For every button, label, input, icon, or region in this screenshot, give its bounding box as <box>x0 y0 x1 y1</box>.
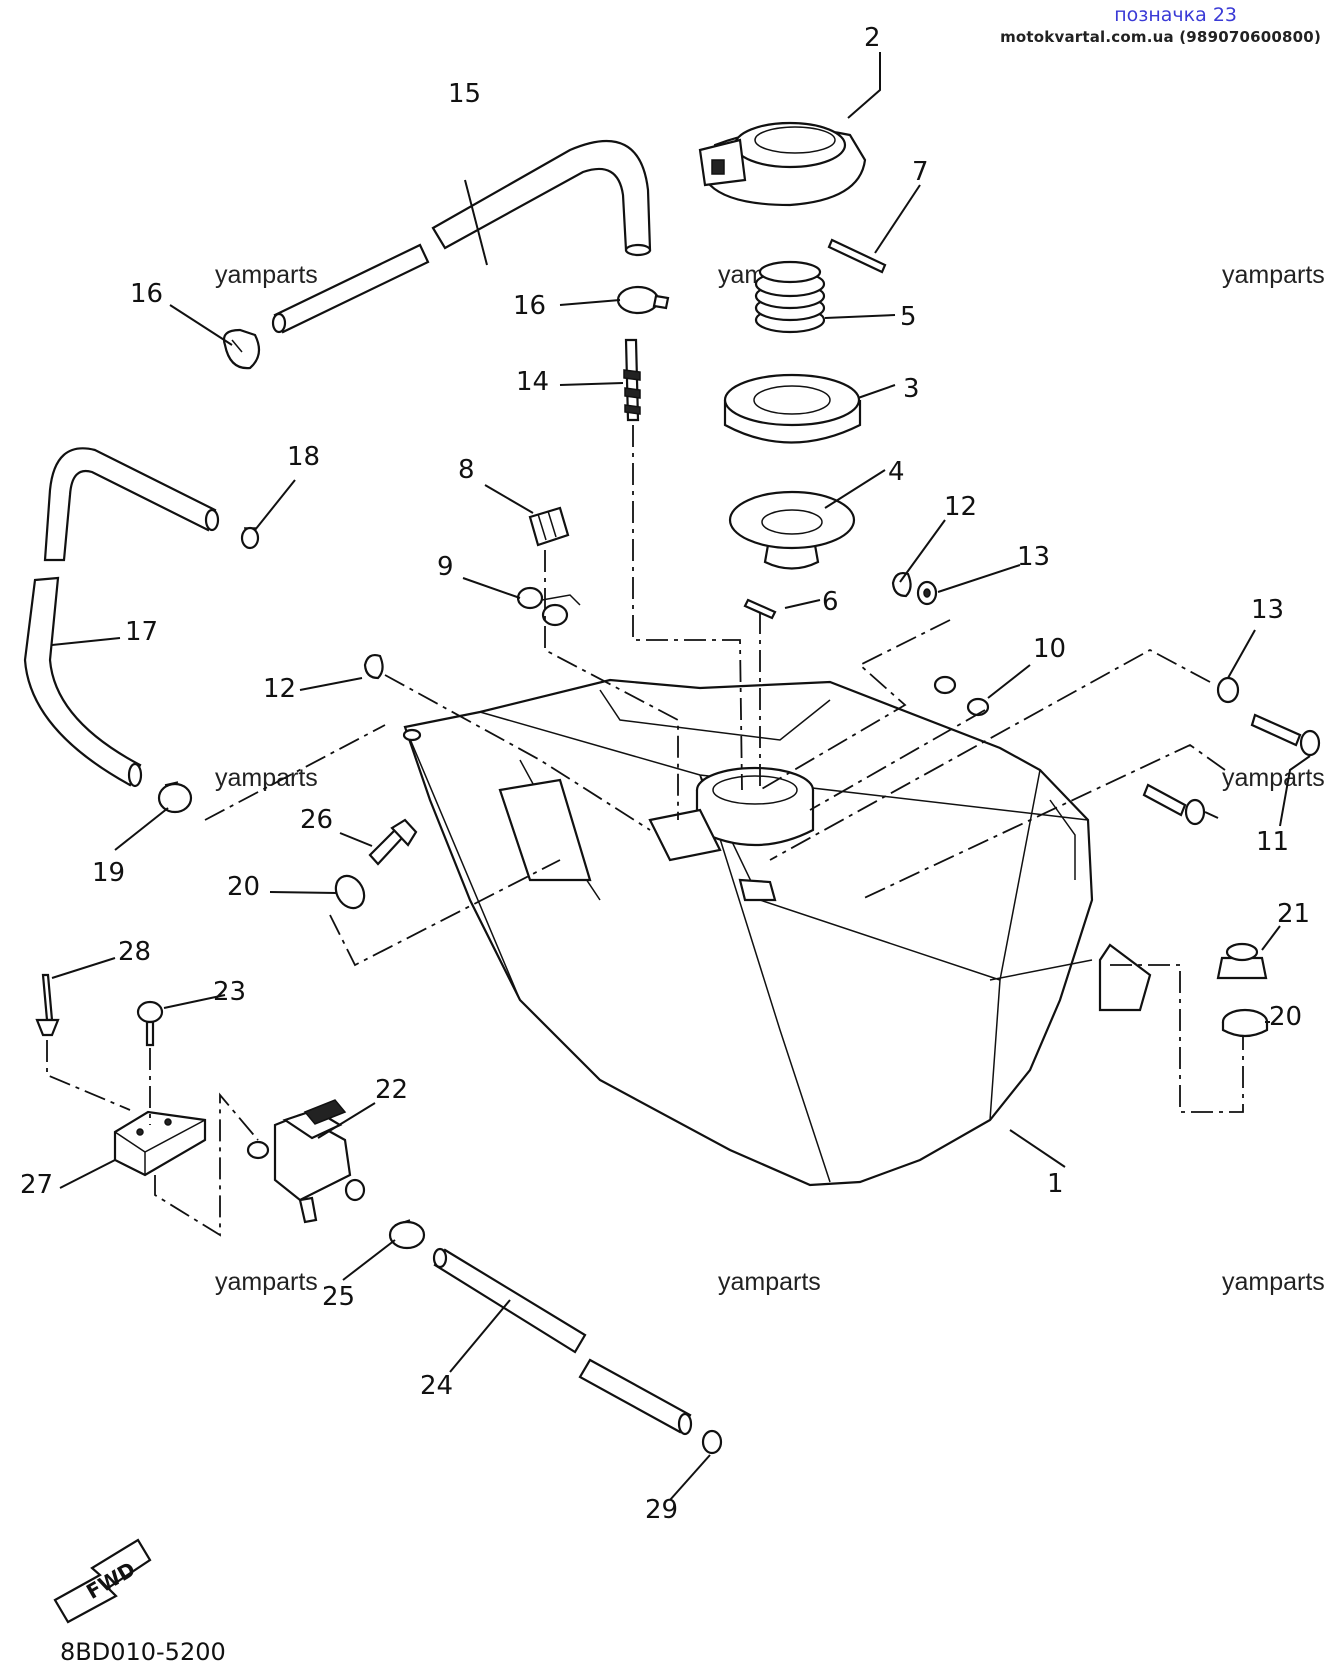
diagram-code: 8BD010-5200 <box>60 1638 226 1666</box>
callout-label: 12 <box>263 674 296 704</box>
screw-part <box>136 1000 164 1047</box>
callout-label: 17 <box>125 617 158 647</box>
callout-label: 20 <box>1269 1002 1302 1032</box>
site-credit: motokvartal.com.ua (989070600800) <box>1000 28 1321 46</box>
fuel-hose-part <box>432 1247 693 1436</box>
callout-label: 25 <box>322 1282 355 1312</box>
callout-label: 14 <box>516 367 549 397</box>
clip-part <box>240 526 260 550</box>
callout-label: 26 <box>300 805 333 835</box>
callout-label: 20 <box>227 872 260 902</box>
callout-label: 16 <box>513 291 546 321</box>
callout-label: 23 <box>213 977 246 1007</box>
callout-label: 13 <box>1017 542 1050 572</box>
hose-clamp-part <box>388 1219 426 1250</box>
filler-cap-part <box>698 121 867 207</box>
callout-label: 19 <box>92 858 125 888</box>
watermark: yamparts <box>718 1268 821 1296</box>
callout-label: 27 <box>20 1170 53 1200</box>
grommet-part <box>916 580 938 606</box>
callout-label: 21 <box>1277 899 1310 929</box>
callout-label: 9 <box>437 552 454 582</box>
watermark: yamparts <box>215 1268 318 1296</box>
hose-clamp-part <box>616 285 670 315</box>
pin-part <box>827 238 887 274</box>
watermark: yamparts <box>1222 764 1325 792</box>
callout-label: 4 <box>888 457 905 487</box>
callout-label: 2 <box>864 23 881 53</box>
nut-clip-part <box>363 653 384 680</box>
watermark: yamparts <box>215 261 318 289</box>
grommet-part <box>1216 676 1240 704</box>
washer-part <box>1221 1008 1269 1038</box>
callout-label: 16 <box>130 279 163 309</box>
bolt-part <box>1142 713 1321 826</box>
assembly-lines <box>46 425 1244 1237</box>
callout-label: 11 <box>1256 827 1289 857</box>
bracket-part <box>113 1110 207 1177</box>
leader-lines <box>51 52 1311 1501</box>
page-title: позначка 23 <box>1114 4 1237 26</box>
ring-part <box>723 373 862 444</box>
fuel-tank-part <box>402 678 1152 1187</box>
rivet-part <box>35 973 60 1037</box>
callout-label: 24 <box>420 1371 453 1401</box>
callout-label: 12 <box>944 492 977 522</box>
hose-clamp-part <box>222 328 261 370</box>
washer-part <box>334 874 366 910</box>
callout-label: 13 <box>1251 595 1284 625</box>
gasket-part <box>728 490 856 570</box>
nut-part <box>1216 942 1268 980</box>
breather-hose-part <box>23 447 220 788</box>
watermark: yamparts <box>1222 1268 1325 1296</box>
damper-part <box>528 506 570 547</box>
callout-label: 28 <box>118 937 151 967</box>
small-pin-part <box>743 598 777 620</box>
callout-label: 10 <box>1033 634 1066 664</box>
nut-clip-part <box>891 571 912 598</box>
callout-label: 15 <box>448 79 481 109</box>
spring-clip-part <box>516 586 581 627</box>
callout-label: 22 <box>375 1075 408 1105</box>
callout-label: 18 <box>287 442 320 472</box>
callout-label: 3 <box>903 374 920 404</box>
clip-part <box>701 1429 723 1455</box>
callout-label: 6 <box>822 587 839 617</box>
callout-label: 1 <box>1047 1169 1064 1199</box>
fuel-cock-part <box>246 1099 366 1224</box>
hose-clamp-part <box>157 781 193 814</box>
callout-label: 8 <box>458 455 475 485</box>
callout-labels: 1 2 3 4 5 6 7 8 9 10 11 12 12 13 13 14 1… <box>20 23 1310 1525</box>
forward-arrow-icon: FWD <box>53 1538 152 1624</box>
hose-fitting-part <box>623 338 641 422</box>
bolt-part <box>368 818 418 866</box>
watermark: yamparts <box>1222 261 1325 289</box>
bellows-part <box>754 260 826 334</box>
callout-label: 7 <box>912 157 929 187</box>
nut-part <box>933 675 990 717</box>
vent-hose-part <box>271 140 652 334</box>
callout-label: 29 <box>645 1495 678 1525</box>
callout-label: 5 <box>900 302 917 332</box>
